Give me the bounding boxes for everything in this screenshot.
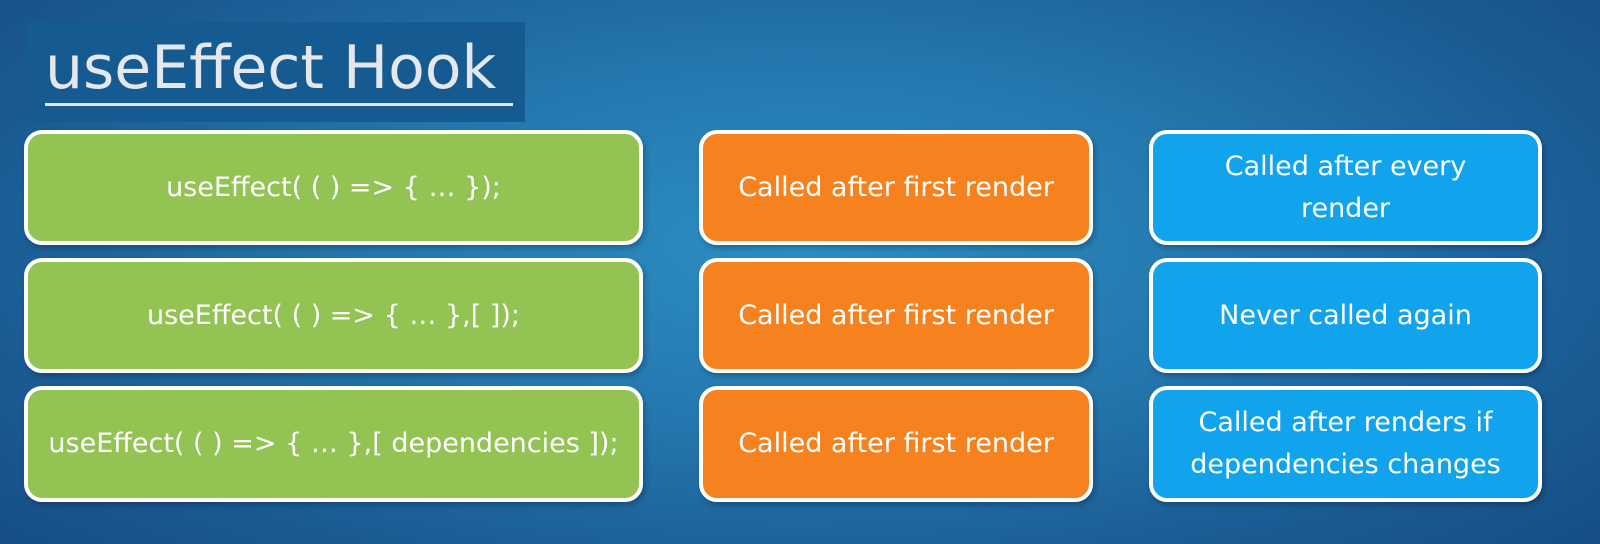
first-render-box: Called after first render bbox=[699, 258, 1093, 373]
syntax-box-empty-deps: useEffect( ( ) => { … },[ ]); bbox=[24, 258, 643, 373]
later-behavior-box: Never called again bbox=[1149, 258, 1542, 373]
syntax-text: useEffect( ( ) => { … },[ ]); bbox=[146, 299, 521, 331]
first-render-box: Called after first render bbox=[699, 130, 1093, 245]
comparison-grid: useEffect( ( ) => { … }); Called after f… bbox=[24, 130, 1574, 502]
syntax-box-every-render: useEffect( ( ) => { … }); bbox=[24, 130, 643, 245]
first-render-text: Called after first render bbox=[738, 428, 1054, 459]
first-render-text: Called after first render bbox=[738, 171, 1054, 203]
syntax-text: useEffect( ( ) => { … },[ dependencies ]… bbox=[48, 428, 619, 459]
first-render-text: Called after first render bbox=[738, 299, 1054, 331]
slide-title: useEffect Hook bbox=[45, 33, 497, 103]
later-behavior-text: Never called again bbox=[1219, 299, 1472, 331]
title-banner: useEffect Hook bbox=[27, 22, 525, 122]
syntax-text: useEffect( ( ) => { … }); bbox=[166, 171, 501, 203]
later-behavior-text: Called after renders if dependencies cha… bbox=[1190, 407, 1501, 480]
later-behavior-box: Called after every render bbox=[1149, 130, 1542, 245]
later-behavior-text: Called after every render bbox=[1224, 150, 1467, 224]
first-render-box: Called after first render bbox=[699, 386, 1093, 502]
syntax-box-with-deps: useEffect( ( ) => { … },[ dependencies ]… bbox=[24, 386, 643, 502]
title-underline bbox=[45, 103, 513, 106]
later-behavior-box: Called after renders if dependencies cha… bbox=[1149, 386, 1542, 502]
